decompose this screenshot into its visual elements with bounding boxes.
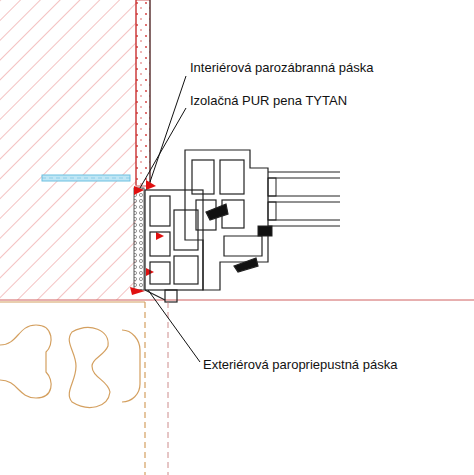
pur-foam-joint xyxy=(134,188,144,290)
window-sash-profile xyxy=(224,236,262,256)
window-frame-profile xyxy=(165,290,177,302)
lower-hollow-brick xyxy=(69,328,110,408)
interior-plaster xyxy=(136,0,150,186)
anchor-dowel xyxy=(42,175,130,181)
window-frame-profile xyxy=(145,290,165,300)
pur-foam-joint xyxy=(134,188,144,290)
interior-plaster xyxy=(136,0,150,186)
window-sash-profile xyxy=(206,204,228,220)
window-frame-profile xyxy=(150,262,170,284)
glazing-unit xyxy=(258,226,272,236)
glazing-unit xyxy=(268,178,276,196)
callout-label: Exteriérová paropriepustná páska xyxy=(202,357,398,373)
window-sash-profile xyxy=(192,160,214,194)
sealing-tape xyxy=(134,186,144,195)
leader-lines xyxy=(140,76,200,362)
lower-hollow-brick xyxy=(168,302,169,475)
leader-lines xyxy=(150,76,186,182)
sealing-tape xyxy=(130,180,164,295)
lower-hollow-brick xyxy=(122,330,140,402)
sealing-tape xyxy=(156,232,164,240)
window-sash-profile xyxy=(185,150,268,290)
window-frame-profile xyxy=(174,210,198,250)
callout-label: Interiérová parozábranná páska xyxy=(189,60,375,76)
lower-hollow-brick xyxy=(0,325,51,398)
glazing-unit xyxy=(268,178,340,179)
glazing-unit xyxy=(268,220,340,221)
glazing-unit xyxy=(258,172,340,236)
glazing-unit xyxy=(268,202,340,203)
window-sash-profile xyxy=(185,150,268,290)
sealing-tape xyxy=(130,287,145,295)
interior-plaster xyxy=(150,0,151,186)
lower-hollow-brick xyxy=(0,302,168,475)
lower-hollow-brick xyxy=(0,301,145,302)
glazing-unit xyxy=(268,196,340,197)
window-frame-profile xyxy=(150,232,170,256)
glazing-unit xyxy=(268,226,340,227)
anchor-dowel xyxy=(42,178,130,179)
glazing-unit xyxy=(268,202,276,220)
window-sash-profile xyxy=(220,160,244,194)
masonry-wall xyxy=(0,300,474,301)
glazing-unit xyxy=(268,172,340,173)
leader-lines xyxy=(140,108,186,188)
window-frame-profile xyxy=(150,196,170,226)
window-frame-profile xyxy=(174,256,198,284)
window-frame-profile xyxy=(145,190,203,302)
lower-hollow-brick xyxy=(144,302,145,475)
sealing-tape xyxy=(146,180,156,190)
leader-lines xyxy=(148,290,200,362)
masonry-wall xyxy=(0,0,474,300)
anchor-dowel xyxy=(42,175,130,181)
callout-label: Izolačná PUR pena TYTAN xyxy=(189,93,348,109)
masonry-wall xyxy=(0,0,136,300)
window-sash-profile xyxy=(234,258,258,272)
